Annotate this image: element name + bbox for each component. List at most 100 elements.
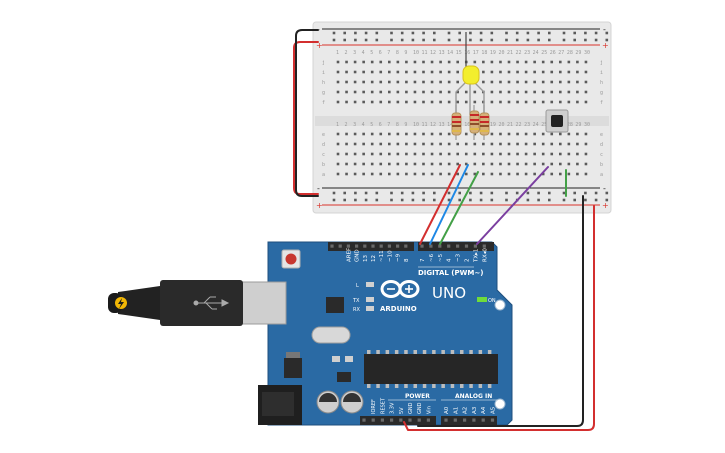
header-hole (371, 244, 375, 248)
breadboard-hole (516, 132, 519, 136)
breadboard-hole (456, 162, 459, 166)
header-hole (404, 244, 408, 248)
rail-hole (594, 31, 598, 35)
rail-hole (479, 191, 483, 195)
column-number: 10 (413, 50, 419, 56)
resistor[interactable] (451, 105, 462, 140)
chip-pin (413, 384, 417, 388)
breadboard-hole (345, 162, 348, 166)
header-hole (429, 244, 433, 248)
breadboard-hole (379, 132, 383, 136)
row-letter: j (600, 60, 603, 66)
rail-hole (469, 191, 472, 195)
rail-hole (526, 198, 530, 202)
wire-red-5v-board (403, 205, 595, 431)
breadboard-hole (353, 100, 357, 104)
breadboard-hole (396, 70, 400, 74)
column-number: 15 (456, 50, 462, 56)
digital-pin-label: RX◂0 (482, 248, 488, 262)
rail-hole (458, 31, 461, 35)
rail-hole (411, 198, 415, 202)
rail-hole (390, 198, 393, 202)
breadboard-hole (499, 132, 502, 136)
digital-pin-label: 2 (465, 259, 471, 263)
breadboard-hole (422, 142, 425, 146)
rail-hole (548, 38, 551, 42)
column-number: 25 (541, 50, 547, 56)
breadboard-hole (541, 80, 545, 84)
wire-black-gnd-board (417, 195, 584, 427)
breadboard-hole (541, 60, 545, 64)
rail-hole (584, 198, 587, 202)
header-hole (463, 418, 467, 422)
header-hole (481, 418, 485, 422)
wire-blue-pin (429, 164, 469, 245)
breadboard-hole (396, 100, 400, 104)
column-number: 9 (404, 122, 407, 128)
breadboard-hole (439, 60, 442, 64)
header-hole (426, 418, 430, 422)
row-letter: d (600, 142, 603, 148)
rail-hole (400, 198, 404, 202)
breadboard-hole (422, 90, 425, 94)
analog-pin-label: A3 (472, 406, 478, 414)
breadboard-hole (388, 132, 391, 136)
breadboard-hole (413, 142, 417, 146)
column-number: 3 (353, 122, 356, 128)
breadboard-hole (490, 142, 494, 146)
column-number: 11 (422, 122, 428, 128)
rail-hole (411, 191, 415, 195)
breadboard-hole (456, 172, 459, 176)
rail-plus-top-left: + (316, 41, 323, 50)
breadboard-hole (430, 152, 434, 156)
header-hole (390, 418, 394, 422)
led-rx (366, 306, 374, 311)
breadboard-hole (559, 80, 562, 84)
chip-pin (469, 350, 473, 354)
rail-hole (354, 38, 357, 42)
breadboard-hole (345, 142, 348, 146)
breadboard-hole (559, 100, 562, 104)
rail-hole (447, 38, 451, 42)
breadboard-hole (499, 70, 502, 74)
resistor[interactable] (479, 105, 490, 140)
push-button[interactable] (545, 109, 569, 133)
yellow-led[interactable] (462, 65, 480, 85)
resistor[interactable] (469, 105, 480, 140)
breadboard-hole (439, 172, 442, 176)
breadboard-hole (379, 100, 383, 104)
rail-plus-bottom-left: + (316, 201, 323, 210)
digital-pin-label: ~11 (379, 250, 385, 262)
breadboard-hole (499, 60, 502, 64)
breadboard-hole (370, 162, 374, 166)
rail-hole (364, 31, 368, 35)
column-number: 13 (439, 50, 445, 56)
column-number: 29 (575, 50, 581, 56)
breadboard-hole (336, 100, 340, 104)
breadboard-hole (336, 142, 340, 146)
chip-pin (404, 350, 408, 354)
breadboard-hole (430, 100, 434, 104)
breadboard-hole (345, 90, 348, 94)
rail-hole (375, 191, 379, 195)
breadboard-hole (439, 80, 442, 84)
rail-hole (490, 38, 494, 42)
breadboard-hole (482, 60, 485, 64)
breadboard-hole (490, 60, 494, 64)
column-number: 4 (362, 50, 365, 56)
digital-pin-label: 13 (363, 255, 369, 262)
rail-hole (433, 198, 436, 202)
column-number: 20 (498, 50, 504, 56)
header-hole (371, 418, 375, 422)
breadboard-hole (422, 80, 425, 84)
column-number: 23 (524, 122, 530, 128)
breadboard-hole (567, 80, 571, 84)
chip-pin (432, 350, 436, 354)
rail-hole (422, 191, 425, 195)
breadboard-hole (422, 162, 425, 166)
breadboard-hole (362, 152, 365, 156)
digital-pin-label: 12 (371, 255, 377, 262)
breadboard-hole (473, 132, 477, 136)
breadboard-hole (533, 172, 536, 176)
